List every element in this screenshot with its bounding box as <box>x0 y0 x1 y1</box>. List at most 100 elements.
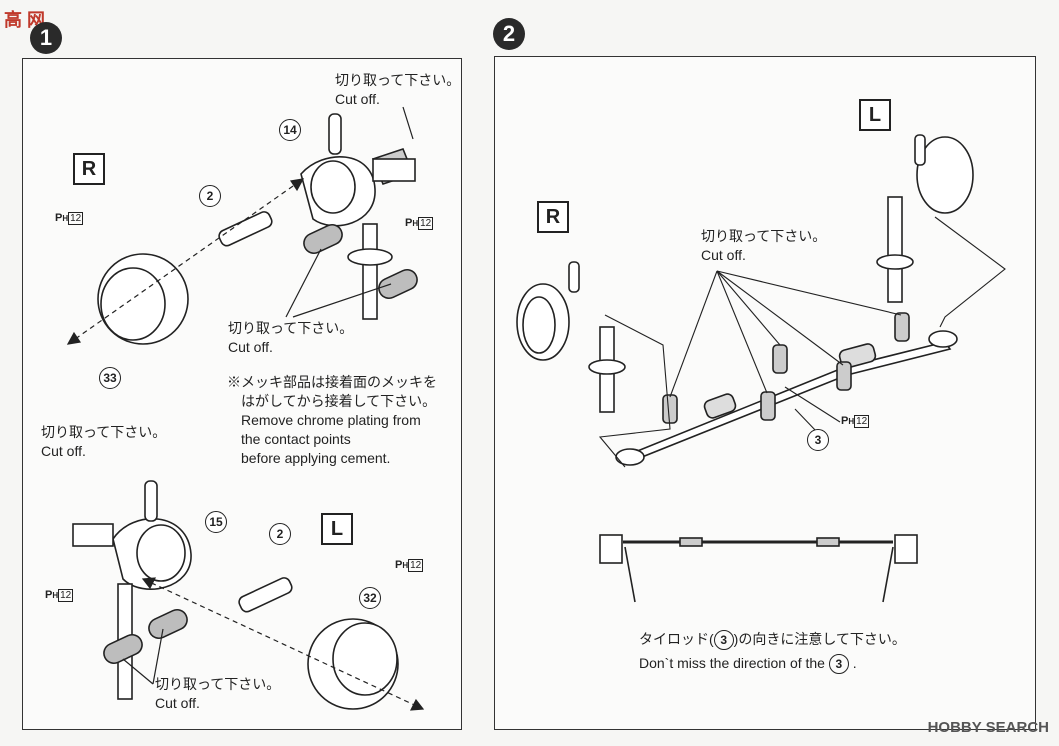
knuckle-r-pin <box>568 261 580 293</box>
ph-letter: P <box>841 415 849 427</box>
leader-cutoff-l-2 <box>122 658 154 685</box>
ph-num: 12 <box>408 559 424 572</box>
hub-33-inner <box>100 267 166 341</box>
cutoff-label-r-top: 切り取って下さい。 Cut off. <box>335 71 460 109</box>
knuckle-l-pin <box>914 134 926 166</box>
leader-2a <box>669 270 718 398</box>
tie-rod-direction-note: タイロッド(3)の向きに注意して下さい。 Don`t miss the dire… <box>639 627 906 675</box>
part-number-2-r: 2 <box>199 185 221 207</box>
leader-2b <box>716 270 768 394</box>
tie-rod-3 <box>634 341 952 461</box>
cutoff-jp: 切り取って下さい。 <box>335 72 461 88</box>
note-jp-part3: 3 <box>713 630 734 650</box>
upright-14-hole <box>310 160 356 214</box>
ph-num: 12 <box>854 415 870 428</box>
leader-cutoff-r-mid-2 <box>292 283 392 318</box>
leader-cutoff-r-top <box>402 106 414 140</box>
chrome-note-jp-1: ※メッキ部品は接着面のメッキを <box>227 374 437 390</box>
knuckle-l-hub <box>916 136 974 214</box>
assembly-line-r <box>598 314 671 468</box>
step-1-number: 1 <box>30 22 62 54</box>
knuckle-r-hub-inner <box>522 296 556 354</box>
upright-15-pin <box>144 480 158 522</box>
chrome-note-en-2: the contact points <box>241 431 351 447</box>
ph-sub: H <box>62 214 69 223</box>
cutoff-en: Cut off. <box>701 247 746 263</box>
tie-rod-spring-1 <box>703 393 737 419</box>
pin-part-2-l <box>238 577 293 613</box>
mini-post-l <box>882 546 894 603</box>
step-2-illustration <box>516 134 1006 603</box>
side-badge-l: L <box>321 513 353 545</box>
cutoff-en: Cut off. <box>335 91 380 107</box>
ph-letter: P <box>395 559 403 571</box>
ph-sub: H <box>402 561 409 570</box>
ph-letter: P <box>405 217 413 229</box>
cutoff-stub-r1 <box>303 223 343 255</box>
cutoff-stub-r2 <box>378 268 418 300</box>
cutoff-en: Cut off. <box>41 443 86 459</box>
cutoff-stub-l1 <box>148 608 188 640</box>
cutoff-jp: 切り取って下さい。 <box>41 424 167 440</box>
tie-rod-note-en: Don`t miss the direction of the 3 . <box>639 651 906 675</box>
leader-2e <box>716 270 902 316</box>
tie-rod-end-l <box>928 330 958 348</box>
ph-num: 12 <box>58 589 74 602</box>
ph-sub: H <box>412 219 419 228</box>
upright-14-stub <box>372 158 416 182</box>
note-en-part3: 3 <box>828 654 849 674</box>
mini-post-r <box>624 546 636 603</box>
arrow-head-l1 <box>141 577 157 590</box>
arrow-head-l2 <box>409 698 425 711</box>
part-number-15: 15 <box>205 511 227 533</box>
assembly-axis-l <box>142 578 424 710</box>
side-badge-r: R <box>73 153 105 185</box>
tie-rod-end-r <box>615 448 645 466</box>
pin-part-2-r <box>218 211 273 247</box>
leader-2d <box>716 270 844 366</box>
mini-spring-1 <box>679 537 703 547</box>
cutoff-stub-2a <box>662 394 678 424</box>
cutoff-stub-2c <box>772 344 788 374</box>
upright-15-stub <box>72 523 114 547</box>
mini-spring-2 <box>816 537 840 547</box>
knuckle-r-disc <box>588 359 626 375</box>
assembly-line-l <box>934 216 1006 328</box>
note-jp-pre: タイロッド( <box>639 631 714 647</box>
mini-knuckle-r <box>599 534 623 564</box>
cutoff-stub-l2 <box>103 633 143 665</box>
leader-2-part3 <box>794 408 818 433</box>
chrome-note-en-3: before applying cement. <box>241 450 391 466</box>
upright-14-post <box>362 223 378 320</box>
ph-sub: H <box>52 591 59 600</box>
cutoff-en: Cut off. <box>228 339 273 355</box>
step2-side-badge-l: L <box>859 99 891 131</box>
ph-num: 12 <box>418 217 434 230</box>
cutoff-label-r-mid: 切り取って下さい。 Cut off. <box>228 319 353 357</box>
part-number-14: 14 <box>279 119 301 141</box>
note-jp-post: )の向きに注意して下さい。 <box>733 631 906 647</box>
leader-cutoff-l-1 <box>152 628 164 685</box>
knuckle-l-post <box>887 196 903 303</box>
hub-32-inner <box>332 622 398 696</box>
step-2-number: 2 <box>493 18 525 50</box>
note-en-post: . <box>852 655 857 671</box>
cutoff-stub-2e <box>894 312 910 342</box>
step2-cutoff-label: 切り取って下さい。 Cut off. <box>701 227 826 265</box>
upright-14-pin <box>328 113 342 155</box>
cutoff-jp: 切り取って下さい。 <box>701 228 827 244</box>
leader-2-ph <box>784 386 841 423</box>
step2-side-badge-r: R <box>537 201 569 233</box>
part-number-3: 3 <box>807 429 829 451</box>
part-number-33: 33 <box>99 367 121 389</box>
ph-sub: H <box>848 417 855 426</box>
upright-14-disc <box>347 248 393 266</box>
cutoff-stub-2d <box>836 361 852 391</box>
